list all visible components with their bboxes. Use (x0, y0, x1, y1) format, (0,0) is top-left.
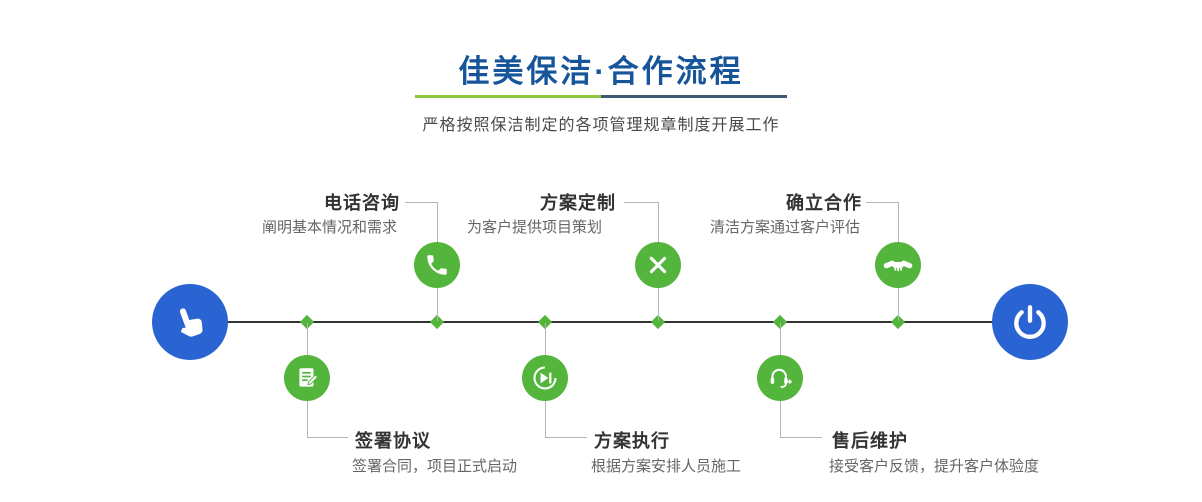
step-node-design (635, 242, 681, 288)
step-title: 售后维护 (832, 431, 908, 451)
headset-icon (770, 368, 792, 388)
connector-line (545, 437, 587, 438)
handshake-icon (883, 260, 913, 272)
connector-line (437, 288, 438, 321)
phone-icon (427, 255, 447, 275)
connector-line (780, 401, 781, 437)
page-subtitle: 严格按照保洁制定的各项管理规章制度开展工作 (422, 117, 780, 134)
step-title: 方案定制 (540, 193, 616, 213)
step-desc: 清洁方案通过客户评估 (710, 219, 861, 236)
connector-line (624, 202, 658, 203)
power-icon (1014, 305, 1046, 339)
step-node-contract (284, 355, 330, 401)
connector-line (437, 202, 438, 243)
step-desc: 为客户提供项目策划 (467, 219, 603, 236)
connector-line (780, 437, 822, 438)
play-icon (533, 366, 557, 390)
design-tools-icon (649, 256, 667, 274)
connector-line (545, 323, 546, 355)
step-node-phone (414, 242, 460, 288)
page-title: 佳美保洁·合作流程 (458, 54, 744, 89)
step-node-execute (522, 355, 568, 401)
step-title: 确立合作 (786, 193, 862, 213)
connector-line (307, 401, 308, 437)
connector-line (866, 202, 898, 203)
connector-line (545, 401, 546, 437)
connector-line (898, 288, 899, 321)
divider-green-segment (415, 95, 601, 98)
timeline-line (190, 321, 1030, 323)
step-desc: 阐明基本情况和需求 (262, 219, 398, 236)
step-title: 签署协议 (355, 431, 431, 451)
connector-line (898, 202, 899, 243)
timeline-start-node (152, 284, 228, 360)
step-node-support (757, 355, 803, 401)
timeline-end-node (992, 284, 1068, 360)
title-divider (415, 95, 787, 98)
connector-line (780, 323, 781, 355)
step-node-handshake (875, 242, 921, 288)
connector-line (405, 202, 437, 203)
step-desc: 接受客户反馈，提升客户体验度 (829, 458, 1040, 475)
connector-line (307, 323, 308, 355)
connector-line (307, 437, 348, 438)
step-title: 电话咨询 (324, 193, 400, 213)
connector-line (658, 202, 659, 243)
connector-line (658, 288, 659, 321)
contract-icon (299, 368, 319, 387)
hand-pointer-icon (179, 308, 203, 337)
step-desc: 签署合同，项目正式启动 (352, 458, 518, 475)
divider-dark-segment (601, 95, 787, 98)
step-title: 方案执行 (594, 431, 670, 451)
step-desc: 根据方案安排人员施工 (591, 458, 742, 475)
